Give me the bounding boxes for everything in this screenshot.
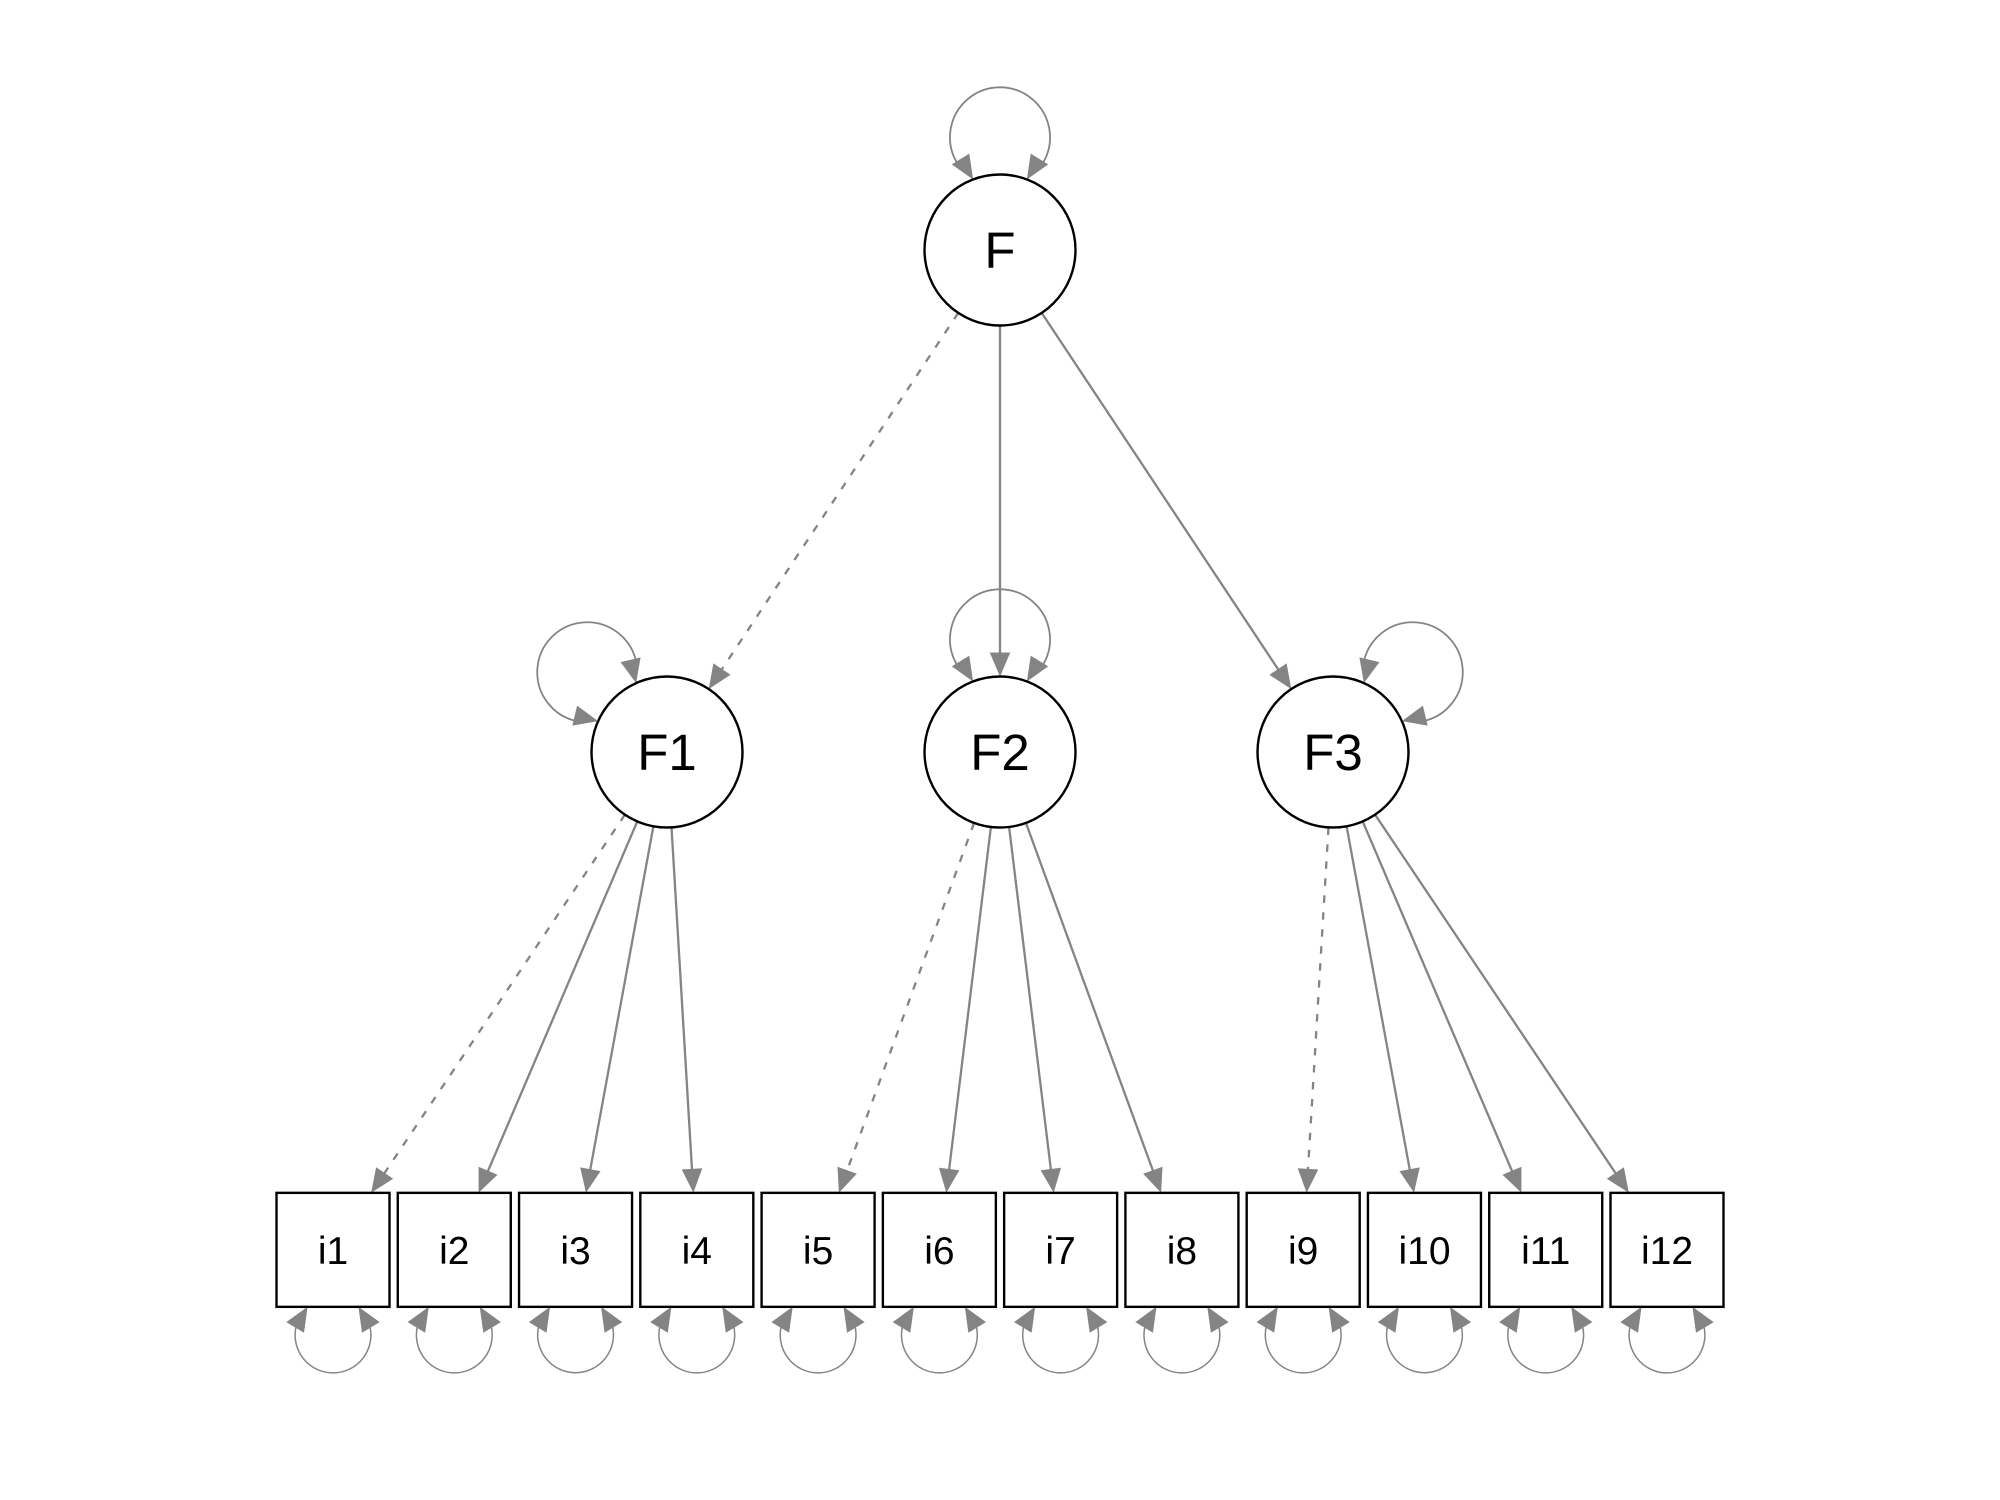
svg-text:i6: i6 bbox=[924, 1230, 954, 1273]
svg-text:i9: i9 bbox=[1288, 1230, 1318, 1273]
svg-text:i3: i3 bbox=[560, 1230, 590, 1273]
svg-text:i5: i5 bbox=[803, 1230, 833, 1273]
svg-text:F1: F1 bbox=[637, 724, 697, 781]
svg-text:i4: i4 bbox=[682, 1230, 712, 1273]
svg-text:i11: i11 bbox=[1521, 1230, 1570, 1273]
svg-text:i2: i2 bbox=[439, 1230, 469, 1273]
svg-text:F: F bbox=[984, 222, 1015, 279]
svg-text:i7: i7 bbox=[1045, 1230, 1075, 1273]
svg-text:i12: i12 bbox=[1641, 1230, 1693, 1273]
svg-text:F3: F3 bbox=[1303, 724, 1363, 781]
svg-text:i10: i10 bbox=[1398, 1230, 1450, 1273]
svg-text:F2: F2 bbox=[970, 724, 1030, 781]
svg-text:i1: i1 bbox=[318, 1230, 348, 1273]
svg-text:i8: i8 bbox=[1167, 1230, 1197, 1273]
